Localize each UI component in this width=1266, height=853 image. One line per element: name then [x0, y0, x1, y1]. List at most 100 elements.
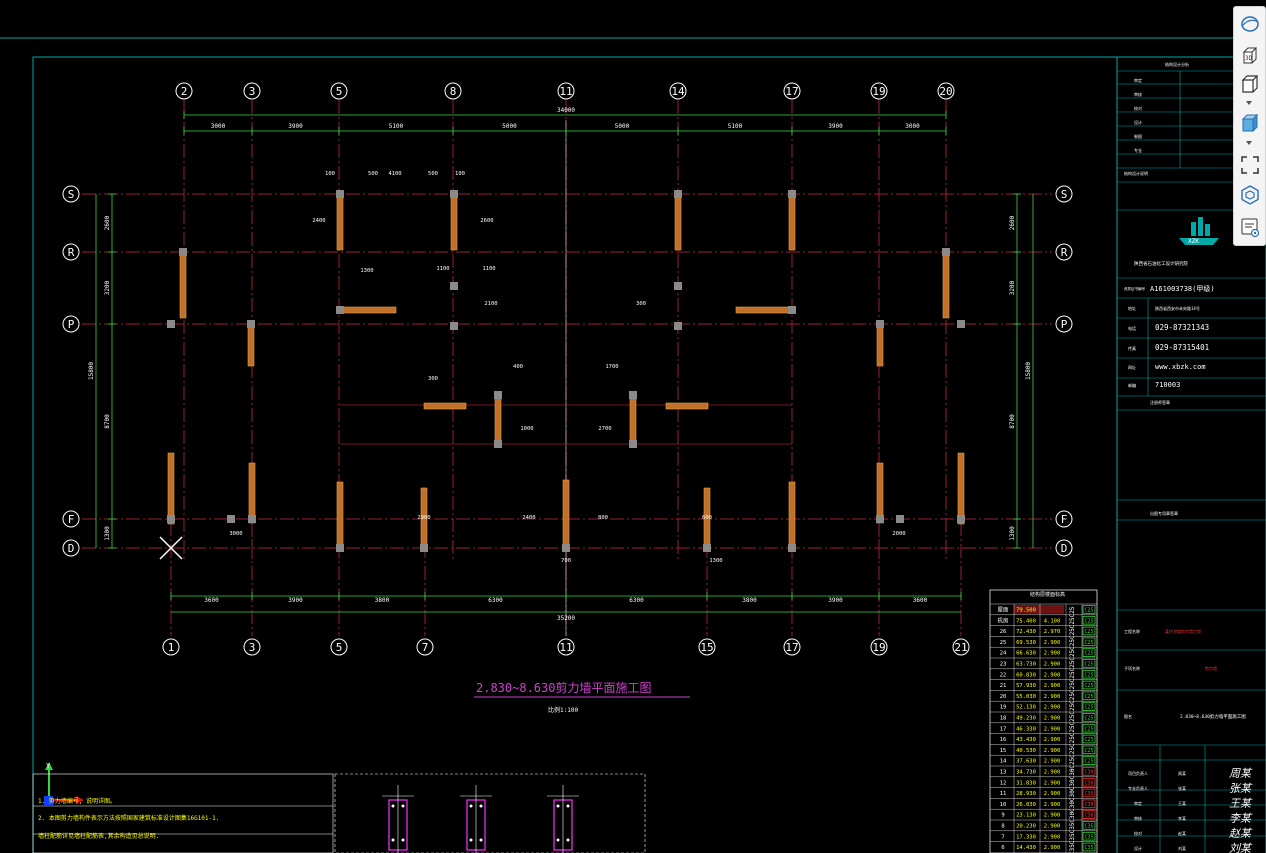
tb-row-label: 制图 — [1134, 133, 1142, 139]
axis-bubble — [162, 638, 180, 656]
tb-section: 结构设计说明 — [1124, 170, 1148, 176]
level-height: 2.900 — [1044, 791, 1061, 797]
axis-bubble — [783, 82, 801, 100]
axis-label: P — [1061, 318, 1068, 331]
column — [450, 190, 458, 198]
level-height: 2.900 — [1044, 640, 1061, 646]
tb-sign-name: 赵某 — [1178, 830, 1186, 836]
fullscreen-button[interactable] — [1237, 152, 1262, 177]
drawing-scale: 比例1:100 — [548, 706, 578, 714]
orbit-button[interactable] — [1237, 11, 1262, 36]
wall-dimension-text: 3000 — [229, 531, 242, 537]
solid-box-button[interactable] — [1237, 110, 1262, 135]
tb-web: www.xbzk.com — [1155, 363, 1206, 371]
tb-header: 结构设计分析 — [1165, 61, 1189, 67]
concrete-grade-box — [1082, 702, 1096, 711]
level-height: 2.900 — [1044, 651, 1061, 657]
concrete-grade-text: C25 — [1084, 694, 1093, 700]
chevron-down-icon[interactable] — [1244, 99, 1254, 107]
level-height: 2.900 — [1044, 834, 1061, 840]
axis-bubble — [669, 82, 687, 100]
column-section-details — [382, 785, 579, 853]
level-elevation: 57.930 — [1016, 683, 1036, 689]
axis-label: 11 — [559, 85, 572, 98]
tb-sign-label: 项目负责人 — [1128, 770, 1148, 776]
tb-sign-label: 专业负责人 — [1128, 785, 1148, 791]
column — [167, 515, 175, 523]
axis-label: 11 — [559, 641, 572, 654]
column — [674, 322, 682, 330]
tb-sign-name: 刘某 — [1178, 845, 1186, 851]
3d-view-button[interactable]: 3D — [1237, 43, 1262, 68]
axis-label: R — [68, 246, 75, 259]
level-concrete: C30 — [1069, 790, 1076, 801]
concrete-grade-box — [1082, 831, 1096, 841]
level-floor: 20 — [1000, 694, 1007, 700]
concrete-grade-text: C30 — [1084, 802, 1093, 808]
level-floor: 9 — [1001, 813, 1004, 819]
wall-dimension-text: 4100 — [388, 171, 401, 177]
wall-dimension-text: 1100 — [436, 266, 449, 272]
concrete-grade-box — [1082, 788, 1096, 798]
dimension-text: 2600 — [1009, 215, 1016, 230]
view-cube-button[interactable] — [1237, 182, 1262, 207]
axis-bubble — [1055, 315, 1073, 333]
level-elevation: 63.730 — [1016, 662, 1036, 668]
level-concrete: C25 — [1069, 617, 1076, 628]
tb-signature: 刘某 — [1229, 842, 1253, 853]
axis-label: 8 — [450, 85, 457, 98]
level-elevation: 34.730 — [1016, 770, 1036, 776]
axis-bubble — [783, 638, 801, 656]
level-elevation: 23.130 — [1016, 813, 1036, 819]
tb-row-label: 专业 — [1134, 147, 1142, 153]
level-height: 2.900 — [1044, 726, 1061, 732]
tb-addr: 陕西省西安市未央路14号 — [1155, 305, 1200, 311]
concrete-grade-box — [1082, 626, 1096, 636]
orbit-icon — [1240, 15, 1259, 32]
note-2: 2. 本图剪力墙构件表示方法按照国家建筑标准设计图集16G101-1. — [38, 814, 219, 822]
tb-sign-name: 王某 — [1178, 800, 1186, 806]
level-height: 2.900 — [1044, 748, 1061, 754]
level-concrete: C25 — [1069, 736, 1076, 747]
column — [703, 544, 711, 552]
shear-wall — [735, 306, 793, 314]
dimension-text: 8700 — [1009, 414, 1016, 429]
wall-dimension-text: 300 — [636, 301, 646, 307]
level-concrete: C25 — [1069, 682, 1076, 693]
concrete-grade-box — [1082, 637, 1096, 647]
dimension-total: 34000 — [557, 107, 575, 114]
level-floor: 21 — [1000, 683, 1007, 689]
level-height: 2.900 — [1044, 770, 1061, 776]
level-height: 2.900 — [1044, 683, 1061, 689]
level-elevation: 14.430 — [1016, 845, 1036, 851]
shear-wall — [339, 306, 397, 314]
level-elevation: 26.030 — [1016, 802, 1036, 808]
tb-signature: 李某 — [1229, 812, 1253, 825]
dimension-text: 3600 — [204, 597, 219, 604]
level-concrete: C30 — [1069, 811, 1076, 822]
dimension-text: 3000 — [905, 123, 920, 130]
tb-sign-label: 校对 — [1134, 830, 1142, 836]
axis-label: R — [1061, 246, 1068, 259]
ucs-icon: Y — [44, 762, 84, 805]
dimension-total: 35200 — [557, 615, 575, 622]
dimension-text: 2600 — [104, 215, 111, 230]
column — [420, 544, 428, 552]
axis-label: 21 — [954, 641, 967, 654]
level-concrete: C25 — [1069, 671, 1076, 682]
properties-button[interactable] — [1237, 214, 1262, 239]
chevron-down-icon[interactable] — [1244, 139, 1254, 147]
shear-walls — [167, 190, 965, 552]
level-concrete: C25 — [1069, 628, 1076, 639]
wall-dimension-text: 100 — [325, 171, 335, 177]
box-view-button[interactable] — [1237, 71, 1262, 96]
note-1: 1. 剪力墙编号, 说明详图。 — [38, 797, 116, 805]
concrete-grade-box — [1082, 777, 1096, 787]
wall-dimension-text: 2000 — [892, 531, 905, 537]
level-elevation: 60.830 — [1016, 672, 1036, 678]
tb-post: 710003 — [1155, 381, 1180, 389]
level-concrete: C30 — [1069, 768, 1076, 779]
axis-label: F — [68, 513, 75, 526]
concrete-grade-text: C35 — [1084, 834, 1093, 840]
